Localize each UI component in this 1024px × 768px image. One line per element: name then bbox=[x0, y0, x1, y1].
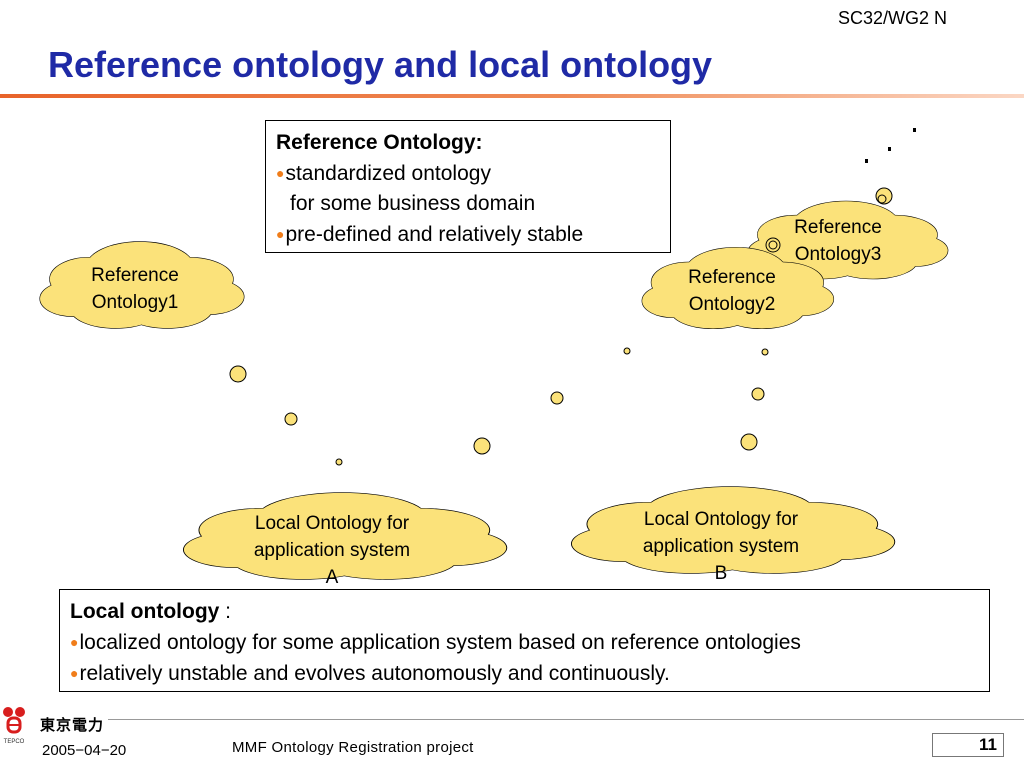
footer-divider bbox=[108, 719, 1024, 720]
bullet-icon: ● bbox=[70, 665, 79, 681]
reference-bullet-2: ●pre-defined and relatively stable bbox=[276, 223, 584, 246]
reference-heading: Reference Ontology: bbox=[276, 131, 483, 154]
local-ontology-description: Local ontology : ●localized ontology for… bbox=[59, 589, 990, 692]
bullet-icon: ● bbox=[276, 165, 285, 181]
slide-title: Reference ontology and local ontology bbox=[48, 44, 713, 85]
bullet-icon: ● bbox=[276, 226, 285, 242]
cloud-label-local-a: Local Ontology for application system A bbox=[253, 513, 411, 588]
page-number: 11 bbox=[932, 733, 1004, 757]
cloud-label-local-b: Local Ontology for application system B bbox=[642, 509, 800, 584]
title-underline bbox=[0, 94, 1024, 98]
reference-ontology-callout: Reference Ontology: ●standardized ontolo… bbox=[265, 120, 671, 253]
local-heading: Local ontology : bbox=[70, 600, 231, 623]
logo-caption: TEPCO bbox=[4, 739, 25, 745]
bullet-icon: ● bbox=[70, 634, 79, 650]
local-bullet-1: ●localized ontology for some application… bbox=[70, 631, 801, 654]
connector-bubbles bbox=[229, 187, 893, 466]
footer-date: 2005−04−20 bbox=[42, 742, 127, 759]
company-name: 東京電力 bbox=[40, 717, 105, 734]
cloud-label-ref2: Reference Ontology2 bbox=[688, 267, 776, 315]
reference-bullet-1: ●standardized ontology bbox=[276, 162, 491, 185]
tepco-logo-icon: TEPCO bbox=[3, 707, 25, 745]
reference-bullet-1-cont: for some business domain bbox=[290, 192, 536, 215]
cloud-label-ref1: Reference Ontology1 bbox=[91, 265, 179, 313]
document-id: SC32/WG2 N bbox=[838, 8, 948, 28]
local-bullet-2: ●relatively unstable and evolves autonom… bbox=[70, 662, 670, 685]
cloud-label-ref3: Reference Ontology3 bbox=[794, 217, 882, 265]
footer-project-name: MMF Ontology Registration project bbox=[232, 739, 474, 756]
ellipsis-dots bbox=[865, 128, 916, 163]
